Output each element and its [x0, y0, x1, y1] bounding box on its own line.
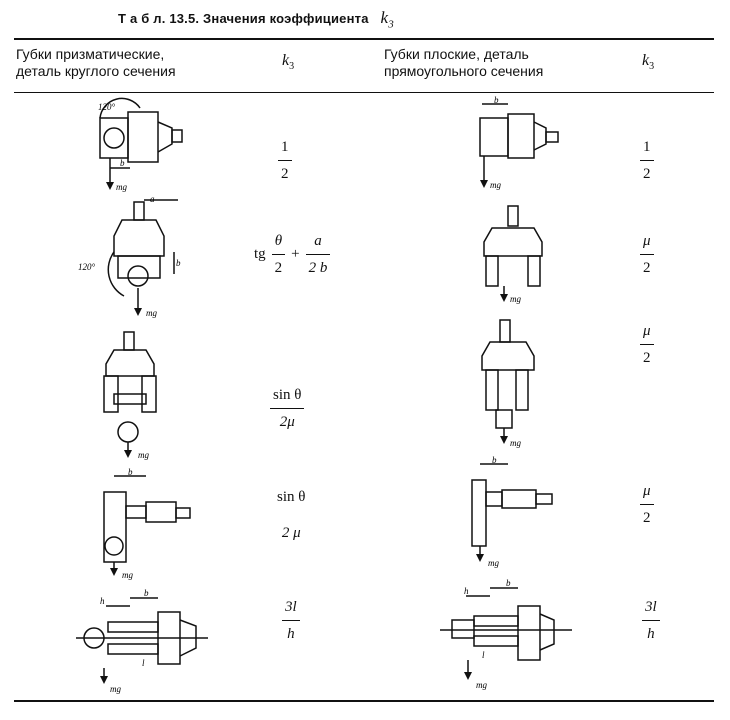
k-left-row4: sin θ 2 μ	[277, 489, 306, 541]
header-right-k: k3	[642, 52, 655, 73]
diagram-prismatic-3: mg	[103, 331, 157, 460]
header-left-k: k3	[282, 52, 295, 73]
svg-text:a: a	[150, 194, 155, 204]
svg-text:b: b	[506, 578, 511, 588]
svg-text:mg: mg	[122, 570, 133, 580]
svg-text:b: b	[128, 467, 133, 477]
svg-text:mg: mg	[510, 294, 521, 304]
diagram-prismatic-4: b mg	[103, 467, 191, 580]
svg-text:mg: mg	[146, 308, 157, 318]
diagram-flat-3: mg	[481, 319, 535, 448]
title-text: Значения коэффициента	[203, 11, 369, 26]
diagram-prismatic-1: 120° b mg	[98, 97, 183, 192]
bottom-rule	[14, 700, 714, 702]
svg-text:b: b	[144, 588, 149, 598]
top-rule	[14, 38, 714, 40]
svg-text:mg: mg	[476, 680, 487, 690]
title-prefix: Т а б л. 13.5.	[118, 11, 200, 26]
svg-text:mg: mg	[110, 684, 121, 694]
diagram-flat-2: mg	[483, 205, 543, 304]
diagram-prismatic-2: 120° a b mg	[78, 194, 181, 318]
svg-text:mg: mg	[510, 438, 521, 448]
svg-text:h: h	[100, 596, 105, 606]
svg-text:h: h	[464, 586, 469, 596]
header-right-line2: прямоугольного сечения	[384, 63, 544, 79]
header-left: Губки призматические, деталь круглого се…	[16, 46, 176, 80]
svg-text:mg: mg	[490, 180, 501, 190]
svg-text:l: l	[142, 658, 145, 668]
header-left-line2: деталь круглого сечения	[16, 63, 176, 79]
header-right-line1: Губки плоские, деталь	[384, 46, 529, 62]
b-label: b	[120, 158, 125, 168]
svg-text:b: b	[176, 258, 181, 268]
svg-text:b: b	[492, 456, 497, 465]
diagram-flat-5: h b l mg	[440, 578, 572, 690]
svg-text:l: l	[482, 650, 485, 660]
mg-label: mg	[116, 182, 127, 192]
svg-text:mg: mg	[488, 558, 499, 568]
title-k-symbol: k3	[380, 8, 394, 31]
diagram-prismatic-5: h b l mg	[76, 588, 208, 694]
header-rule	[14, 92, 714, 93]
angle-label: 120°	[98, 102, 116, 112]
diagram-flat-4: b mg	[471, 456, 553, 568]
table-title: Т а б л. 13.5. Значения коэффициента k3	[118, 8, 394, 30]
svg-text:mg: mg	[138, 450, 149, 460]
svg-text:120°: 120°	[78, 262, 96, 272]
header-right: Губки плоские, деталь прямоугольного сеч…	[384, 46, 543, 80]
svg-text:b: b	[494, 96, 499, 105]
diagram-flat-1: b mg	[479, 96, 559, 190]
header-left-line1: Губки призматические,	[16, 46, 165, 62]
